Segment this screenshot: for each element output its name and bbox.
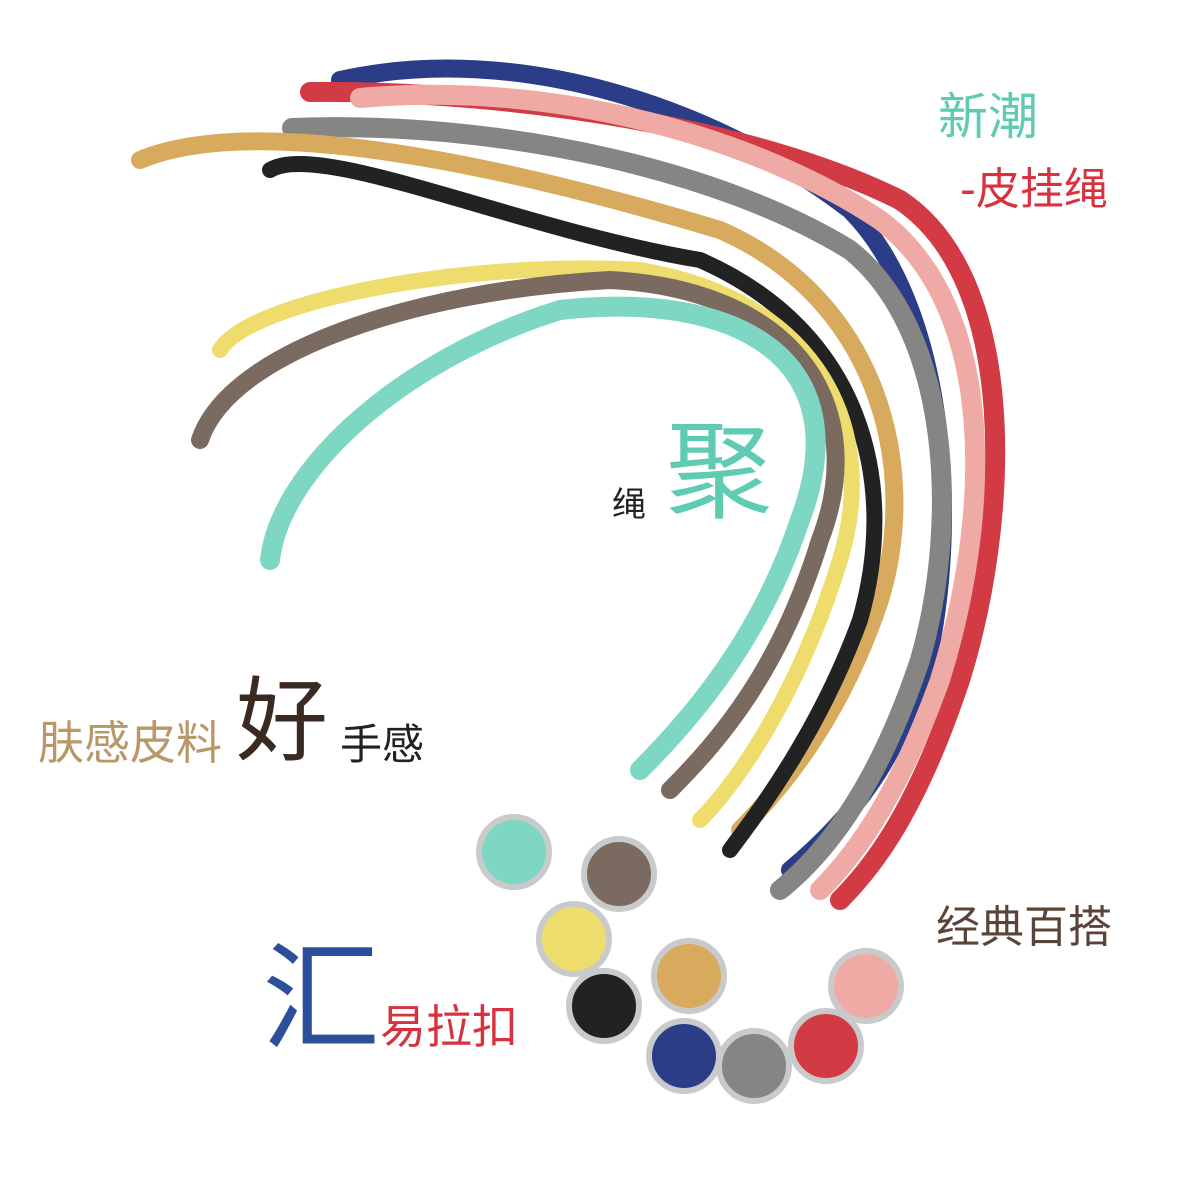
reel-brown-icon [581, 836, 657, 912]
reel-navy-icon [646, 1018, 722, 1094]
reel-black-icon [566, 968, 642, 1044]
slogan-ju: 聚 [666, 411, 772, 534]
reel-pink-icon [828, 948, 904, 1024]
slogan-piguasheng: -皮挂绳 [960, 164, 1108, 215]
reel-yellow-icon [536, 901, 612, 977]
strap-black [262, 155, 883, 858]
slogan-shougan: 手感 [340, 720, 425, 769]
badge-reels [476, 814, 904, 1104]
reel-gold-icon [651, 938, 727, 1014]
slogan-sheng: 绳 [612, 485, 646, 525]
slogan-jingdian: 经典百搭 [936, 902, 1112, 953]
reel-teal-icon [476, 814, 552, 890]
slogan-xinchao: 新潮 [938, 88, 1038, 146]
slogan-fugan: 肤感皮料 [38, 716, 222, 770]
slogan-hao: 好 [236, 668, 329, 775]
strap-brown [191, 270, 845, 799]
strap-gray [282, 117, 952, 900]
reel-red-icon [788, 1008, 864, 1084]
slogan-yilakou: 易拉扣 [380, 1000, 518, 1054]
strap-gold [131, 132, 904, 839]
strap-teal [260, 296, 826, 780]
strap-pink [350, 84, 986, 900]
slogan-hui: 汇 [262, 930, 381, 1068]
reel-gray-icon [716, 1028, 792, 1104]
